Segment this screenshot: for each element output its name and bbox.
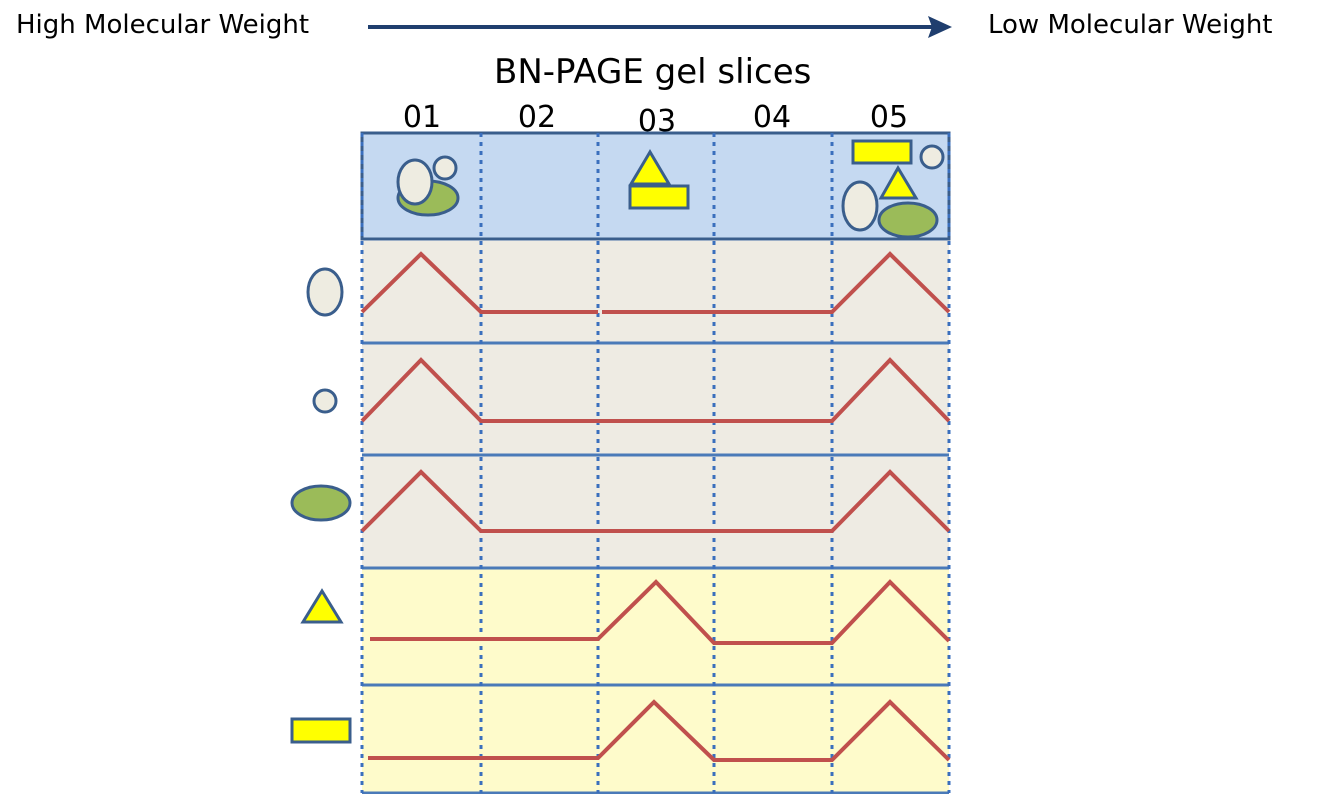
elution-traces	[360, 251, 951, 762]
row-bg-2	[362, 343, 949, 455]
small-circle-icon	[432, 155, 458, 181]
small-circle-icon	[919, 144, 945, 170]
row-separators	[362, 341, 949, 794]
large-oval-icon	[396, 158, 434, 206]
molecular-weight-arrow	[368, 16, 952, 38]
trace-row-1	[360, 251, 598, 314]
low-molecular-weight-label: Low Molecular Weight	[988, 10, 1273, 40]
trace-row-5	[368, 699, 951, 762]
large-oval-icon	[841, 180, 879, 232]
yellow-rectangle-icon	[628, 184, 690, 210]
small-circle-icon	[312, 388, 338, 414]
slice-label-01: 01	[402, 100, 442, 135]
yellow-rectangle-icon	[290, 717, 352, 744]
slice-label-02: 02	[517, 100, 557, 135]
page-title: BN-PAGE gel slices	[494, 52, 812, 92]
protein-rows	[362, 241, 949, 793]
yellow-triangle-icon	[300, 588, 344, 624]
yellow-rectangle-icon	[851, 139, 913, 165]
slice-label-03: 03	[637, 104, 677, 139]
green-ellipse-icon	[290, 484, 352, 522]
large-oval-icon	[306, 267, 344, 317]
row-bg-1	[362, 241, 949, 343]
yellow-triangle-icon	[878, 165, 919, 200]
slice-label-05: 05	[869, 100, 909, 135]
green-ellipse-icon	[877, 201, 939, 239]
trace-row-4	[370, 579, 951, 645]
yellow-triangle-icon	[628, 149, 672, 186]
high-molecular-weight-label: High Molecular Weight	[16, 10, 310, 40]
slice-label-04: 04	[752, 100, 792, 135]
row-bg-3	[362, 455, 949, 568]
slice-dividers	[360, 133, 951, 793]
trace-row-3	[360, 469, 951, 533]
trace-row-2	[360, 357, 951, 423]
row-bg-4	[362, 568, 949, 685]
slice-03-complex	[628, 149, 690, 210]
slice-05-complex	[841, 139, 945, 239]
slice-01-complex	[396, 155, 460, 217]
trace-row-1b	[602, 251, 951, 314]
